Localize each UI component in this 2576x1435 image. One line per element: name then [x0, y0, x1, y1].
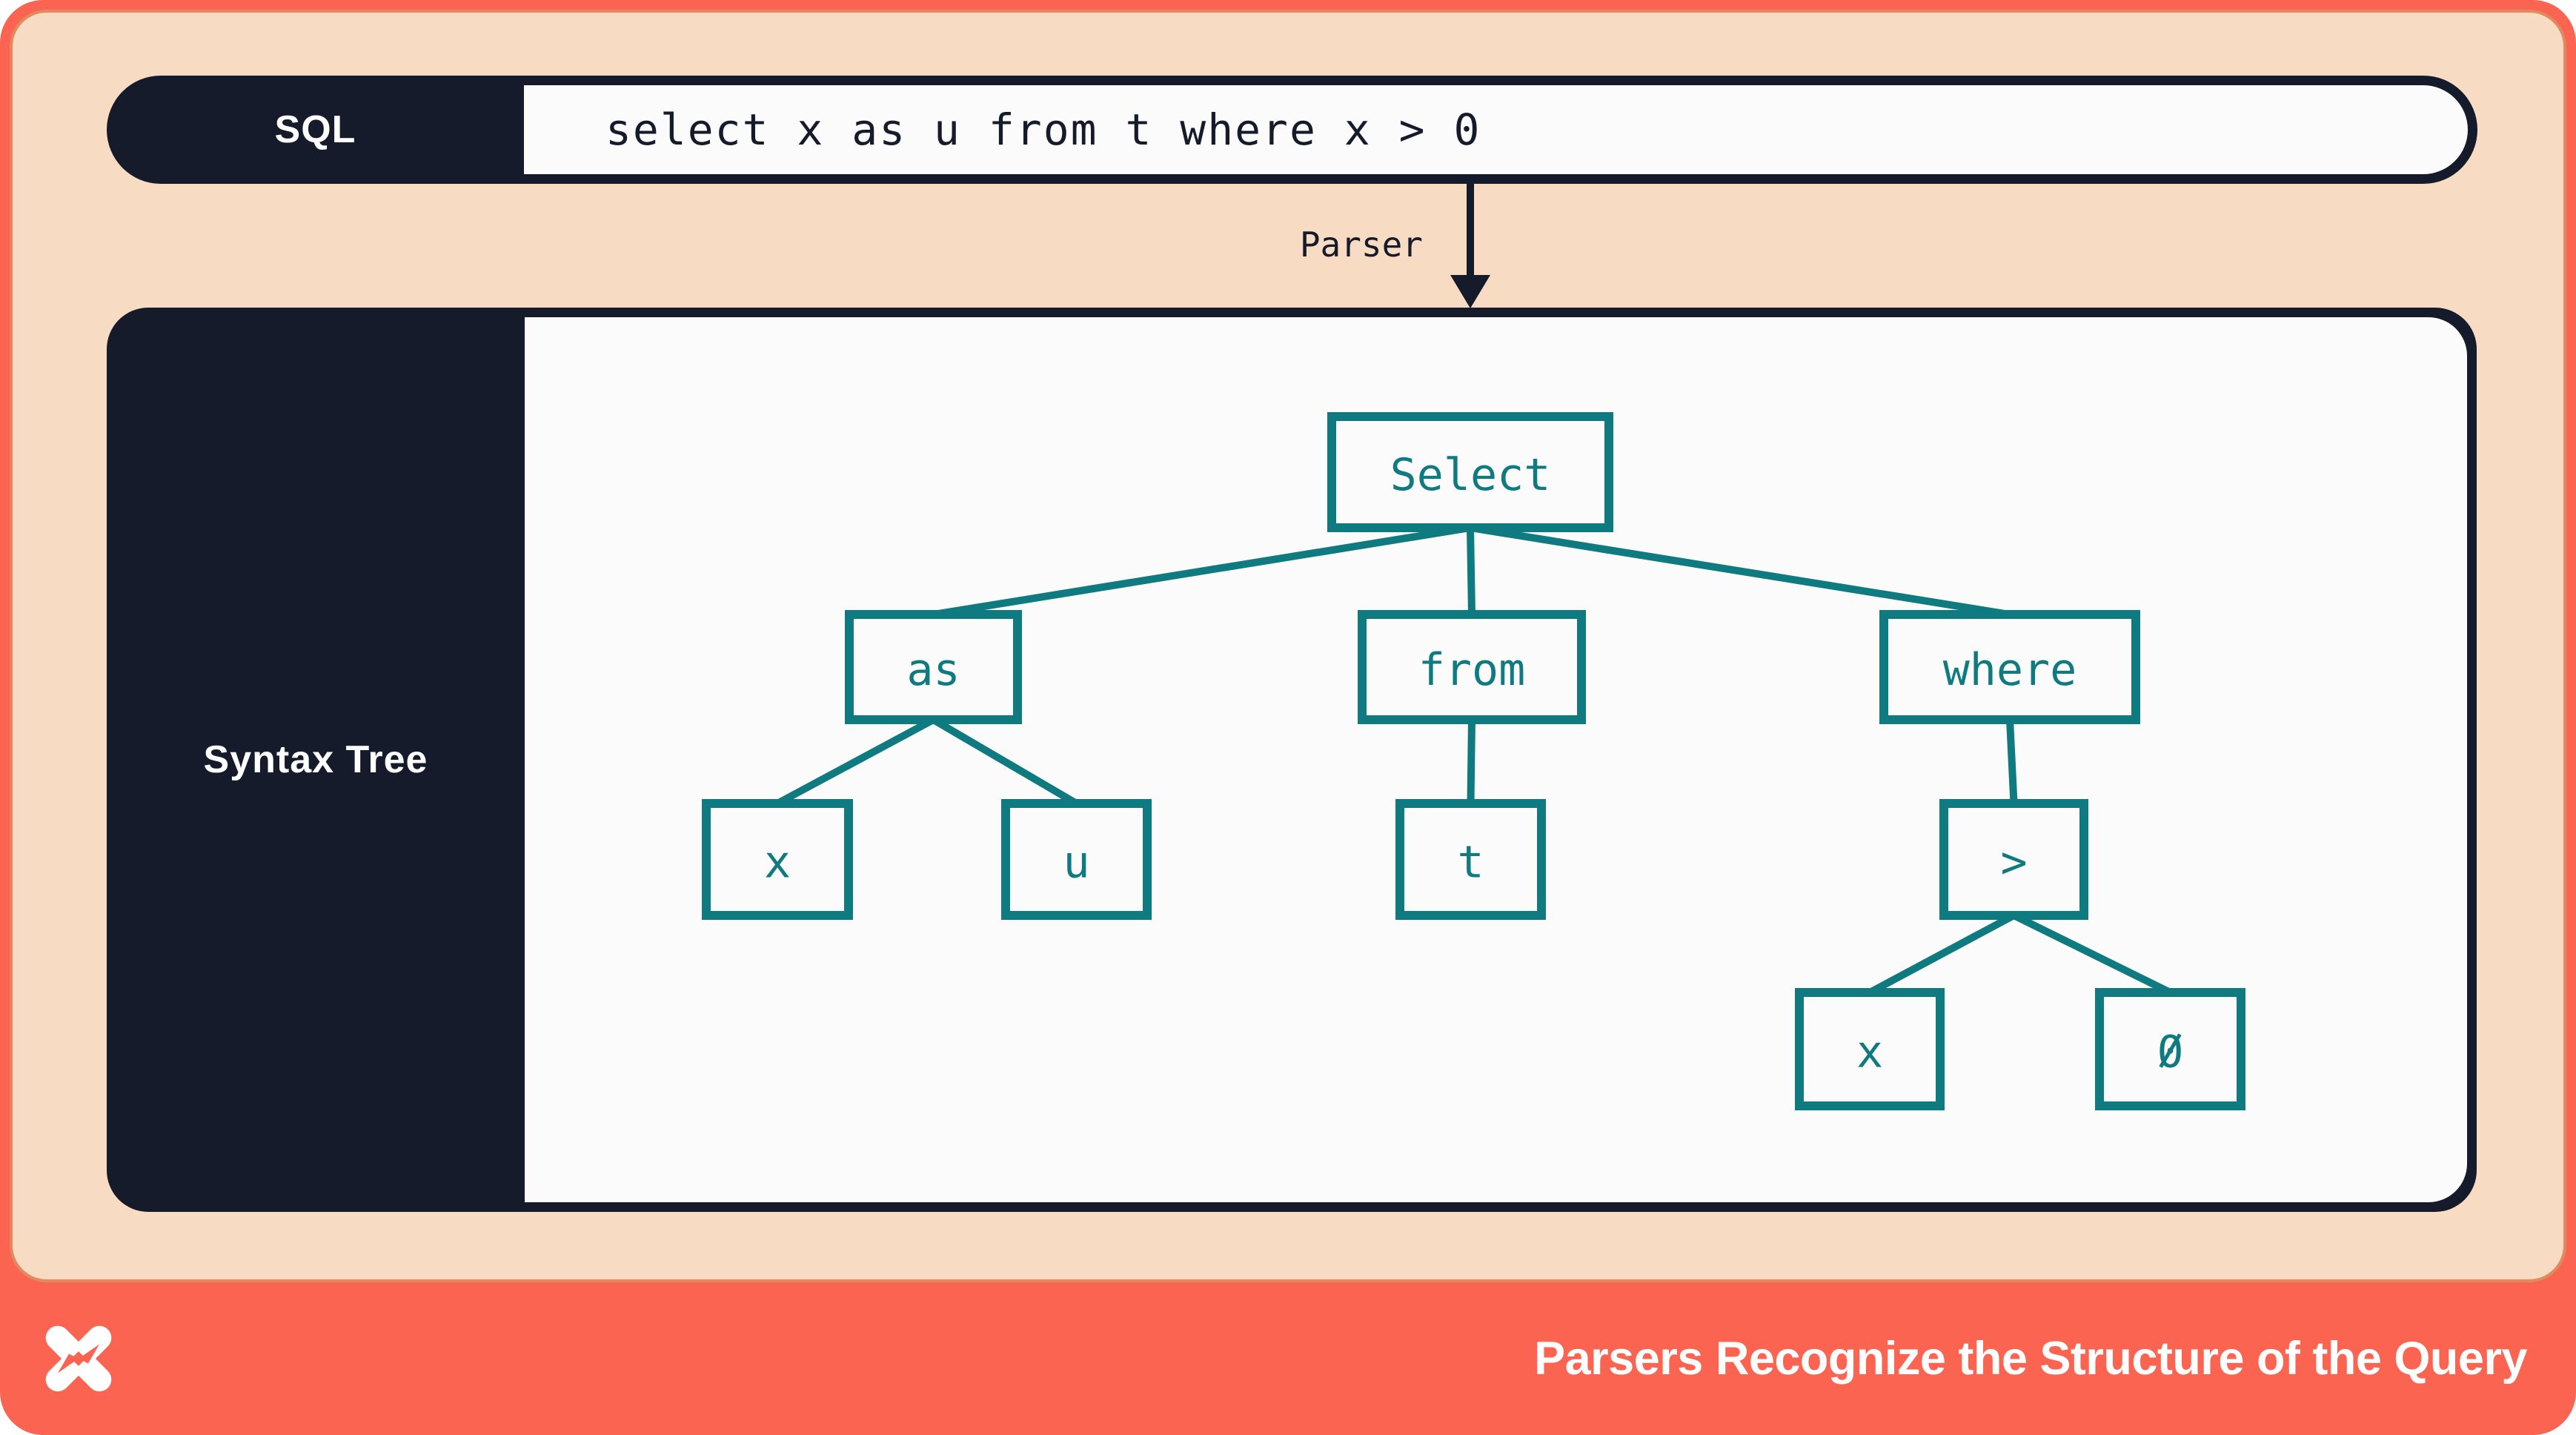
- tree-node-t: t: [1395, 799, 1546, 920]
- tree-node-box: [1395, 799, 1546, 920]
- syntax-tree-canvas: Select as from where x u t > x 0: [525, 317, 2467, 1202]
- tree-node-select: Select: [1327, 412, 1613, 532]
- tree-node-from: from: [1358, 610, 1586, 724]
- arrow-down-icon: [1467, 184, 1474, 279]
- tree-node-box: [1358, 610, 1586, 724]
- slashed-zero-stroke: [2159, 1033, 2182, 1068]
- tree-node-x1: x: [702, 799, 853, 920]
- tree-node-as: as: [845, 610, 1022, 724]
- tree-node-label: x: [764, 837, 791, 889]
- tree-node-box: [1795, 988, 1945, 1110]
- tree-node-box: [845, 610, 1022, 724]
- sql-bar: SQL select x as u from t where x > 0: [107, 76, 2477, 184]
- tree-node-x2: x: [1795, 988, 1945, 1110]
- tree-edge-select-from: [1467, 527, 1475, 615]
- tree-edge-gt-x2: [1868, 912, 2016, 996]
- tree-node-box: [1879, 610, 2140, 724]
- tree-node-label: t: [1457, 837, 1484, 889]
- tree-edge-from-t: [1467, 719, 1475, 804]
- tree-node-label: Select: [1390, 449, 1551, 501]
- tree-node-label: u: [1063, 837, 1089, 889]
- parser-label: Parser: [1299, 225, 1423, 265]
- tree-edge-select-where: [1470, 524, 2011, 618]
- tree-edge-select-as: [932, 524, 1471, 618]
- tree-edge-where-gt: [2006, 719, 2018, 804]
- tree-node-label: x: [1856, 1027, 1883, 1078]
- arrow-down-head-icon: [1450, 275, 1490, 308]
- tree-node-zero: 0: [2095, 988, 2245, 1110]
- sql-bar-label: SQL: [274, 108, 356, 151]
- tree-node-label: as: [906, 644, 960, 696]
- tree-node-label: from: [1418, 644, 1526, 696]
- tree-node-box: [702, 799, 853, 920]
- dolt-pinwheel-logo-icon: [45, 1325, 112, 1392]
- tree-node-label: >: [2000, 837, 2027, 889]
- syntax-tree-panel: Syntax Tree Select as from where x u t > x 0: [107, 308, 2477, 1212]
- sql-query-text: select x as u from t where x > 0: [524, 85, 2468, 174]
- tree-edge-as-u: [931, 716, 1079, 807]
- tree-node-label: where: [1943, 644, 2077, 696]
- tree-edge-as-x1: [775, 716, 935, 807]
- footer-title: Parsers Recognize the Structure of the Q…: [1534, 1333, 2527, 1385]
- tree-edge-gt-zero: [2012, 912, 2172, 996]
- tree-node-u: u: [1001, 799, 1152, 920]
- syntax-tree-diagram: Select as from where x u t > x 0: [702, 412, 2245, 1110]
- tree-node-box: [1939, 799, 2088, 920]
- tree-node-gt: >: [1939, 799, 2088, 920]
- syntax-tree-panel-label: Syntax Tree: [203, 738, 428, 781]
- tree-node-box: [1327, 412, 1613, 532]
- footer-bar: Parsers Recognize the Structure of the Q…: [0, 1282, 2576, 1435]
- tree-node-box: [1001, 799, 1152, 920]
- tree-node-where: where: [1879, 610, 2140, 724]
